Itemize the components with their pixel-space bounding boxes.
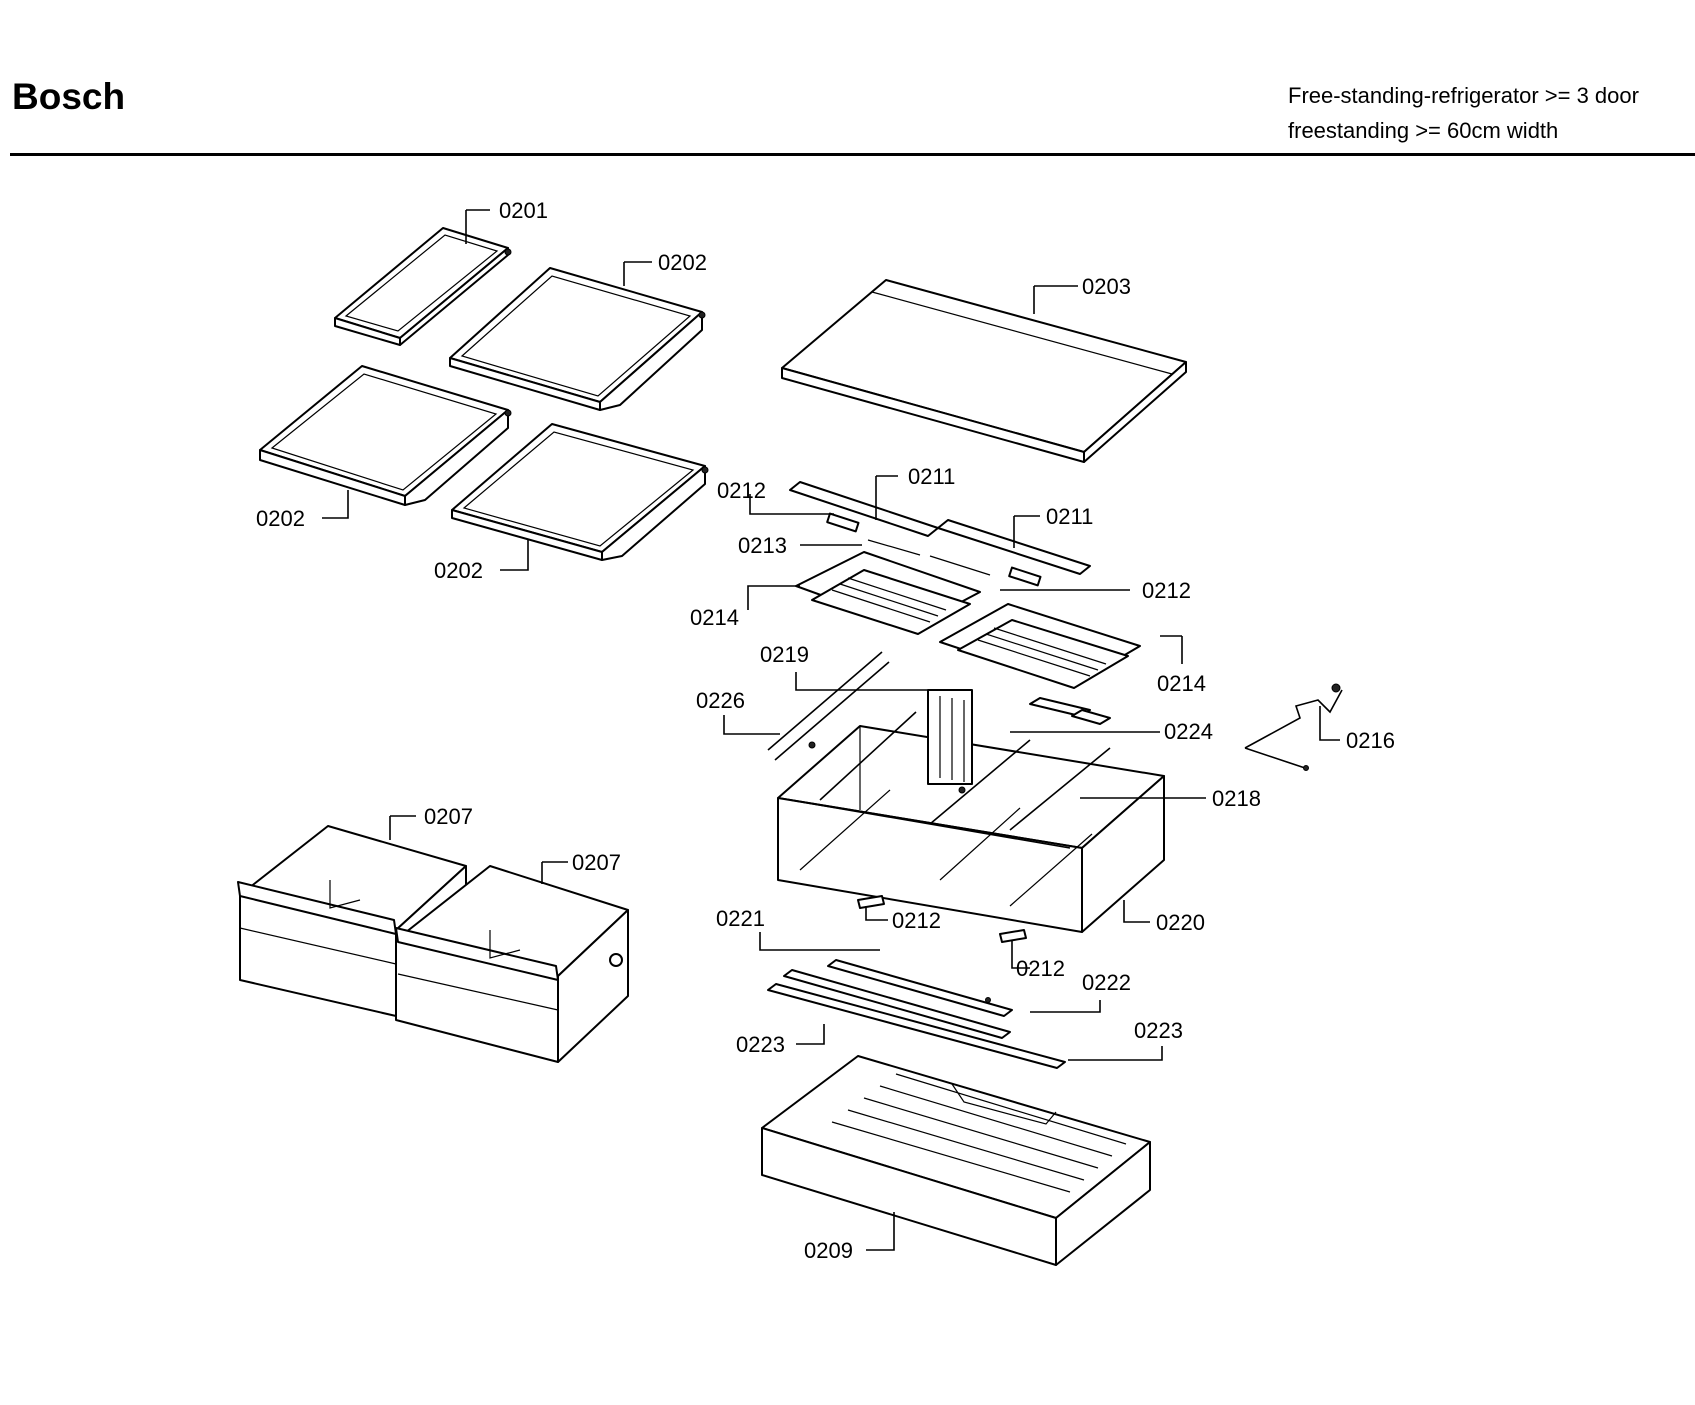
part-drawing-0221-0223 [767, 959, 1066, 1069]
callout-0223-b: 0223 [1134, 1018, 1183, 1043]
callout-0219: 0219 [760, 642, 809, 667]
callout-0203: 0203 [1082, 274, 1131, 299]
model-description: Free-standing-refrigerator >= 3 door fre… [1288, 78, 1639, 148]
callout-0202-bottom: 0202 [434, 558, 483, 583]
part-drawing-0212-clips [857, 895, 1027, 943]
callout-0216: 0216 [1346, 728, 1395, 753]
part-drawing-0214 [795, 551, 1141, 689]
header-divider [10, 153, 1695, 156]
part-drawing-0203 [781, 279, 1187, 463]
callout-0222: 0222 [1082, 970, 1131, 995]
callout-0213: 0213 [738, 533, 787, 558]
callout-0212-c: 0212 [892, 908, 941, 933]
part-drawing-0216 [1244, 683, 1343, 771]
part-drawing-0201 [334, 227, 512, 346]
callout-0201: 0201 [499, 198, 548, 223]
brand-title: Bosch [12, 76, 126, 117]
callout-0223-a: 0223 [736, 1032, 785, 1057]
callout-0224: 0224 [1164, 719, 1213, 744]
callout-0214-b: 0214 [1157, 671, 1206, 696]
part-drawing-0202-b [259, 365, 512, 506]
callout-0211-b: 0211 [1046, 504, 1093, 529]
callout-0212-a: 0212 [717, 478, 766, 503]
part-drawing-0202-c [451, 423, 709, 561]
callout-0218: 0218 [1212, 786, 1261, 811]
callout-0214-a: 0214 [690, 605, 739, 630]
callout-0207-a: 0207 [424, 804, 473, 829]
callout-0207-b: 0207 [572, 850, 621, 875]
callout-0202-top: 0202 [658, 250, 707, 275]
callout-0202-left: 0202 [256, 506, 305, 531]
callout-labels: 0201 0202 0203 0202 0202 0212 0211 0211 … [256, 198, 1395, 1263]
part-drawing-0209 [761, 1055, 1151, 1266]
model-line-1: Free-standing-refrigerator >= 3 door [1288, 83, 1639, 108]
part-drawing-0207 [237, 825, 629, 1063]
part-drawing-0202-a [449, 267, 706, 411]
callout-0212-b: 0212 [1142, 578, 1191, 603]
callout-0212-d: 0212 [1016, 956, 1065, 981]
model-line-2: freestanding >= 60cm width [1288, 118, 1559, 143]
callout-0211-a: 0211 [908, 464, 955, 489]
callout-0221: 0221 [716, 906, 765, 931]
callout-0220: 0220 [1156, 910, 1205, 935]
part-drawing-0220-housing [767, 651, 1165, 933]
callout-0226: 0226 [696, 688, 745, 713]
callout-0209: 0209 [804, 1238, 853, 1263]
leader-lines [322, 209, 1340, 1251]
